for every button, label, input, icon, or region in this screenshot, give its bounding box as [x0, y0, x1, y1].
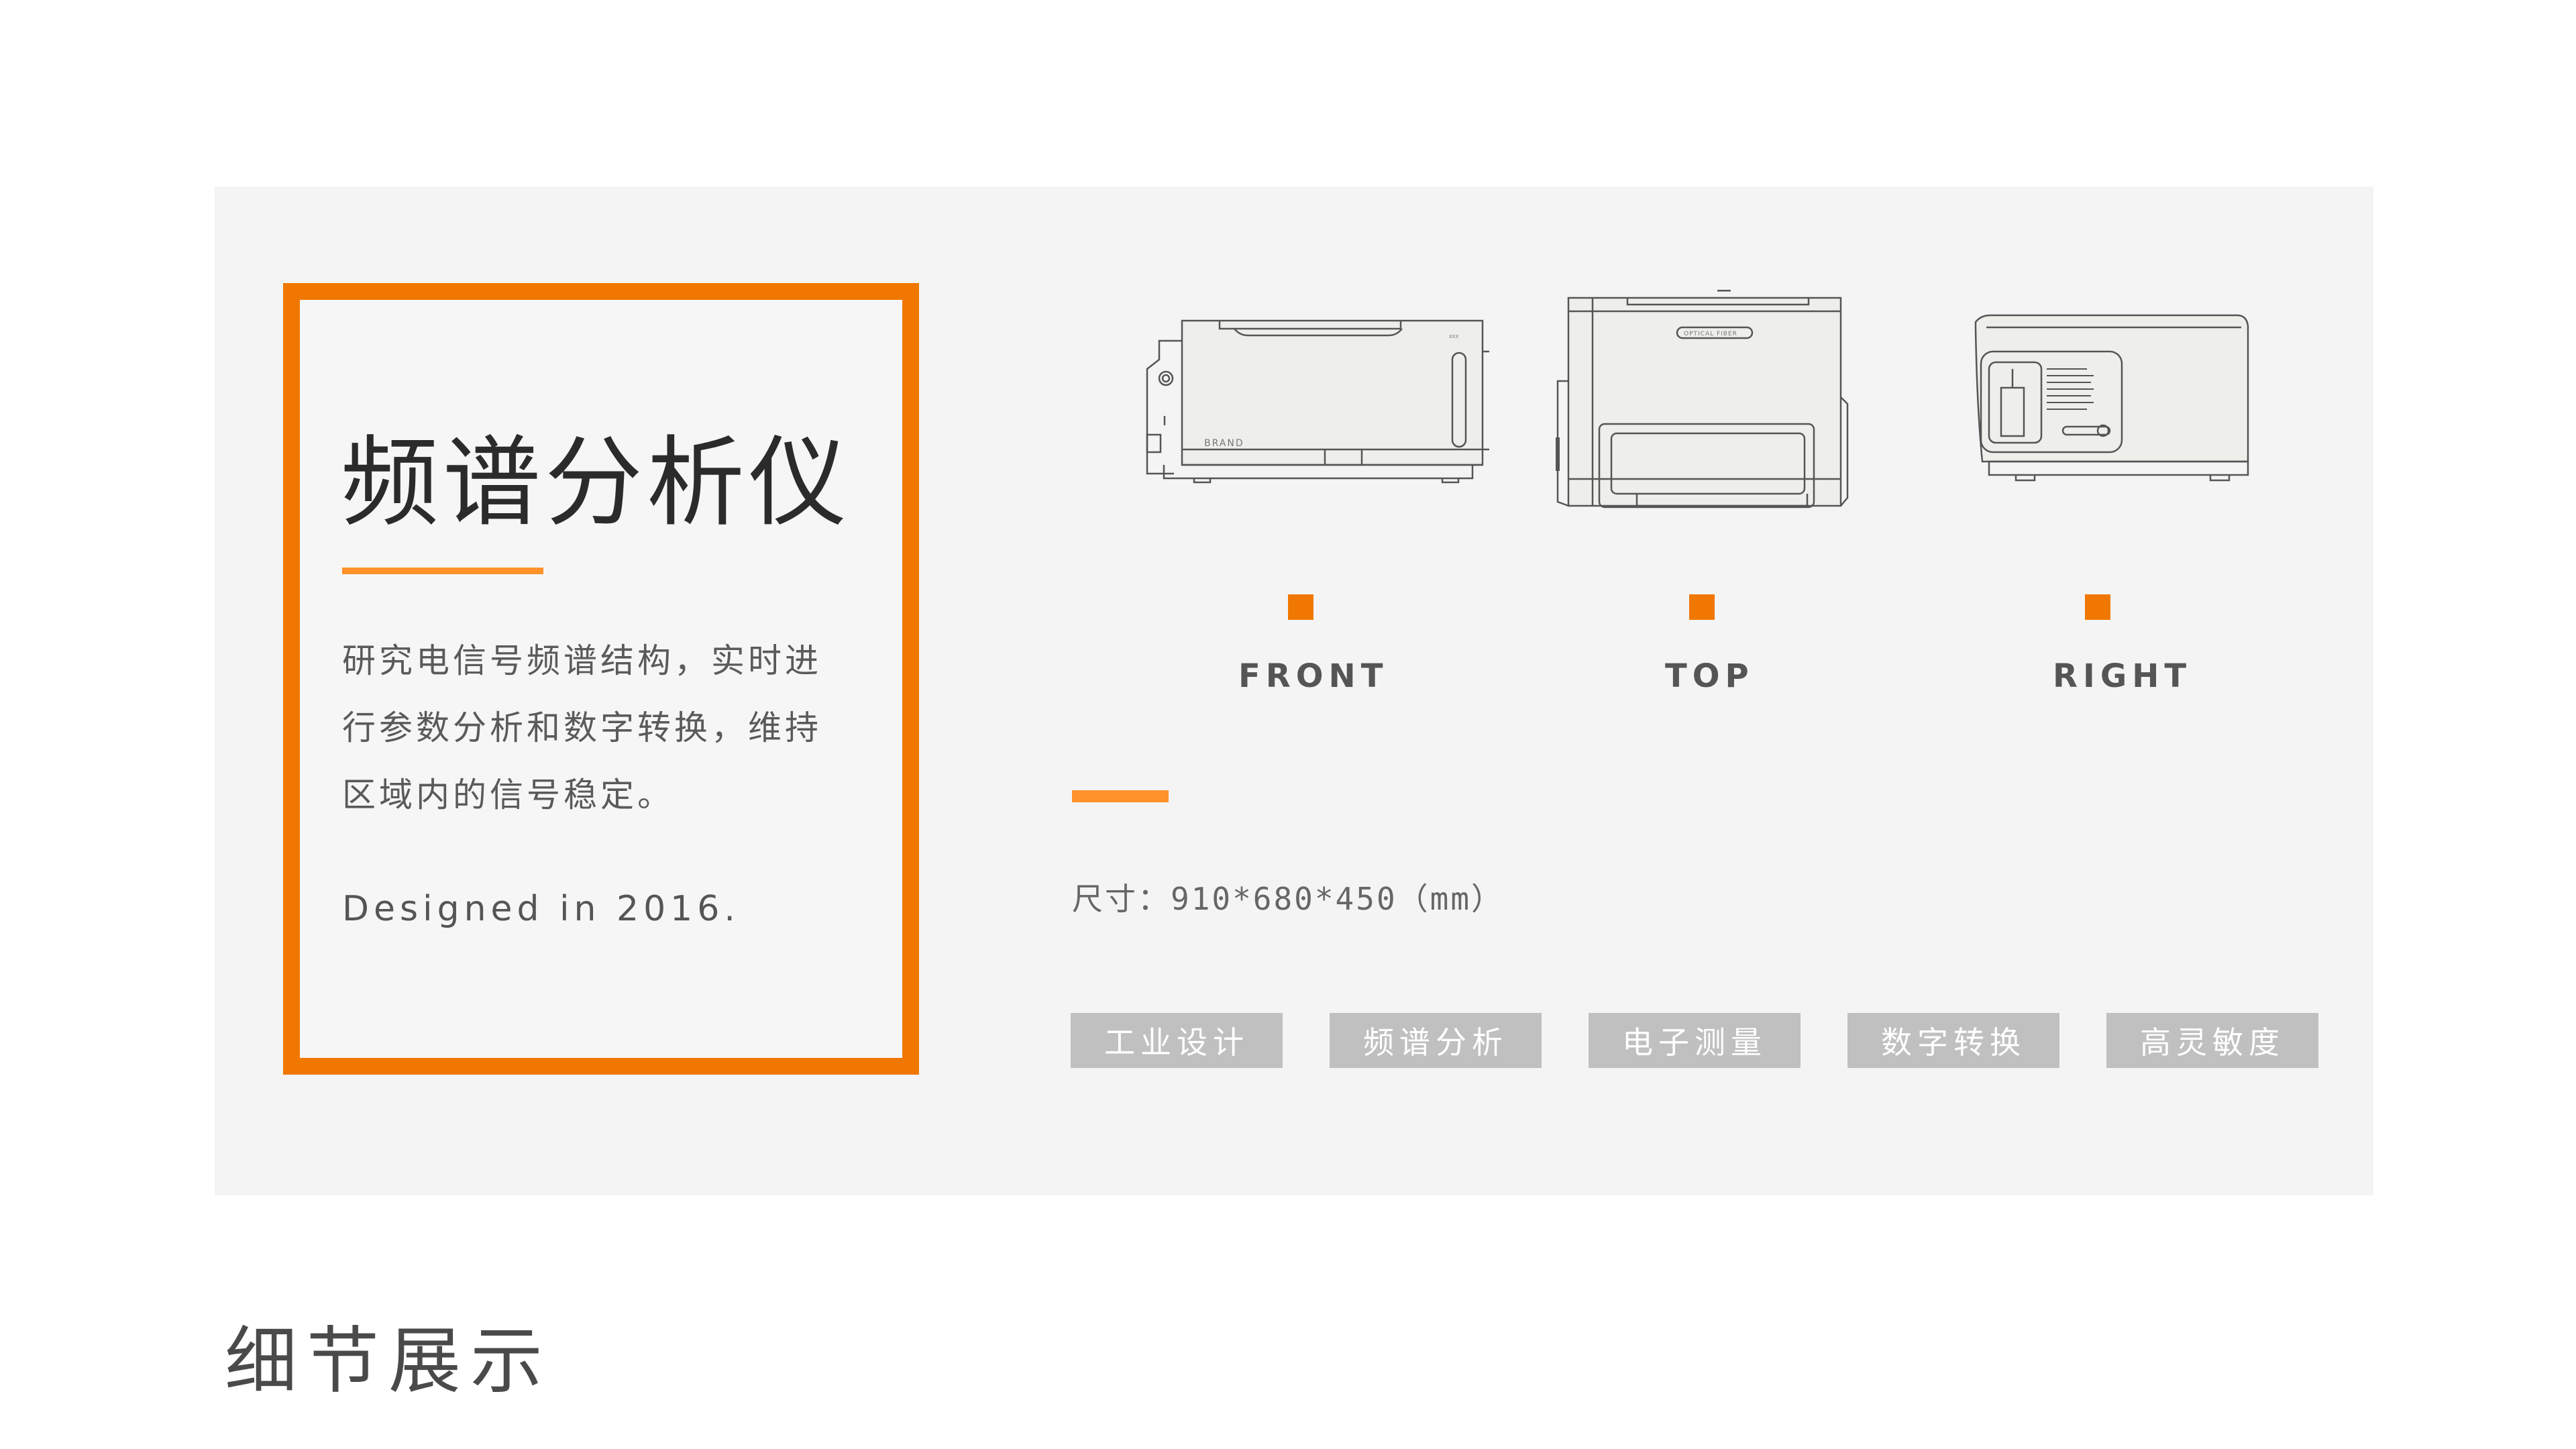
tag-digital-conversion: 数字转换 [1847, 1013, 2059, 1068]
tag-industrial-design: 工业设计 [1071, 1013, 1283, 1068]
front-view-marker [1288, 594, 1313, 620]
designed-year: Designed in 2016. [342, 889, 740, 929]
top-view-marker [1689, 594, 1715, 620]
device-right-view-drawing-icon [1962, 307, 2257, 495]
specs-accent-rule [1072, 790, 1169, 802]
title-underline [342, 568, 543, 574]
product-description: 研究电信号频谱结构，实时进行参数分析和数字转换，维持区域内的信号稳定。 [342, 641, 822, 814]
right-view-marker [2085, 594, 2110, 620]
feature-tags: 工业设计 频谱分析 电子测量 数字转换 高灵敏度 [1071, 1013, 2318, 1068]
tag-high-sensitivity: 高灵敏度 [2106, 1013, 2318, 1068]
right-view-label: RIGHT [2053, 657, 2192, 695]
svg-text:OPTICAL FIBER: OPTICAL FIBER [1684, 331, 1737, 337]
svg-text:BRAND: BRAND [1204, 438, 1244, 449]
dimensions-text: 尺寸：910*680*450（mm） [1072, 881, 1505, 917]
device-top-view-drawing-icon: OPTICAL FIBER [1550, 290, 1858, 511]
tag-spectrum-analysis: 频谱分析 [1330, 1013, 1542, 1068]
front-view-label: FRONT [1238, 657, 1389, 695]
section-heading-details: 细节展示 [225, 1320, 553, 1403]
device-front-view-drawing-icon: BRAND XXX [1140, 309, 1489, 490]
product-intro-frame [283, 283, 919, 1075]
tag-electronic-measurement: 电子测量 [1589, 1013, 1801, 1068]
top-view-label: TOP [1665, 657, 1754, 695]
svg-text:XXX: XXX [1449, 334, 1459, 339]
product-title: 频谱分析仪 [341, 426, 851, 540]
